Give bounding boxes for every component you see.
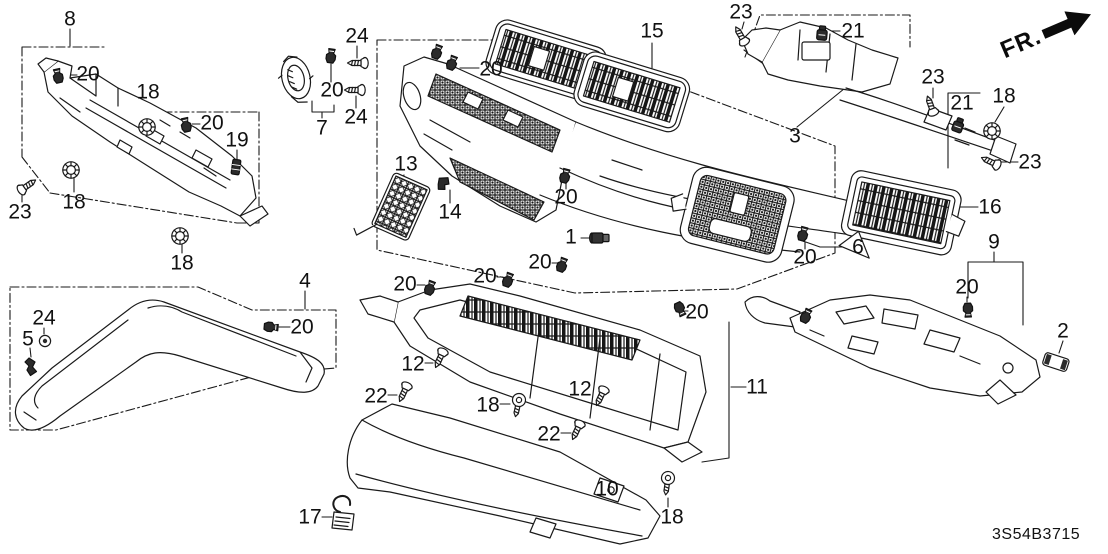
screw-22-b [566,417,587,443]
diagram-part-code: 3S54B3715 [992,526,1081,543]
clip-20-e [263,321,279,333]
clip-20-k [672,300,688,318]
clip-20-d [554,256,570,274]
clip-21-b [950,116,967,134]
screw-22-a [393,379,414,405]
clip-20-c1 [429,43,445,61]
bulb-1 [588,232,610,244]
clip-5 [24,357,38,377]
part-8-panel-bracket [37,57,269,227]
bolt-18-e [658,470,676,497]
leader-lines [21,21,1064,518]
part-17-hook [331,495,355,531]
screw-24-lower [343,83,366,97]
part-6-passenger-vent [670,166,795,263]
part-4-side-garnish [14,299,325,431]
washer-24-c [38,334,52,348]
grommet-18-c [983,122,1001,140]
clip-19 [230,158,242,176]
clip-20-m [500,271,516,289]
part-2-clip [1042,352,1070,372]
clip-14 [436,175,451,192]
clip-20-h [796,225,810,243]
part-3-driver-garnish [741,21,1017,164]
part-9-under-bracket [744,294,1041,405]
clip-20-part7 [324,47,338,64]
part-15-center-vents [485,19,691,133]
part-16-side-vent [838,170,966,259]
grommet-18-a [138,118,156,136]
part-13-grille [353,172,431,241]
screw-24-upper [346,56,369,70]
screw-23-left [14,174,40,197]
part-7-bracket [277,55,314,103]
part-11-glovebox-frame [359,283,707,463]
grommet-18-f [171,227,189,245]
clip-20-i [962,302,974,318]
part-10-glovebox-lid [346,403,661,545]
grommet-18-b [62,161,80,179]
